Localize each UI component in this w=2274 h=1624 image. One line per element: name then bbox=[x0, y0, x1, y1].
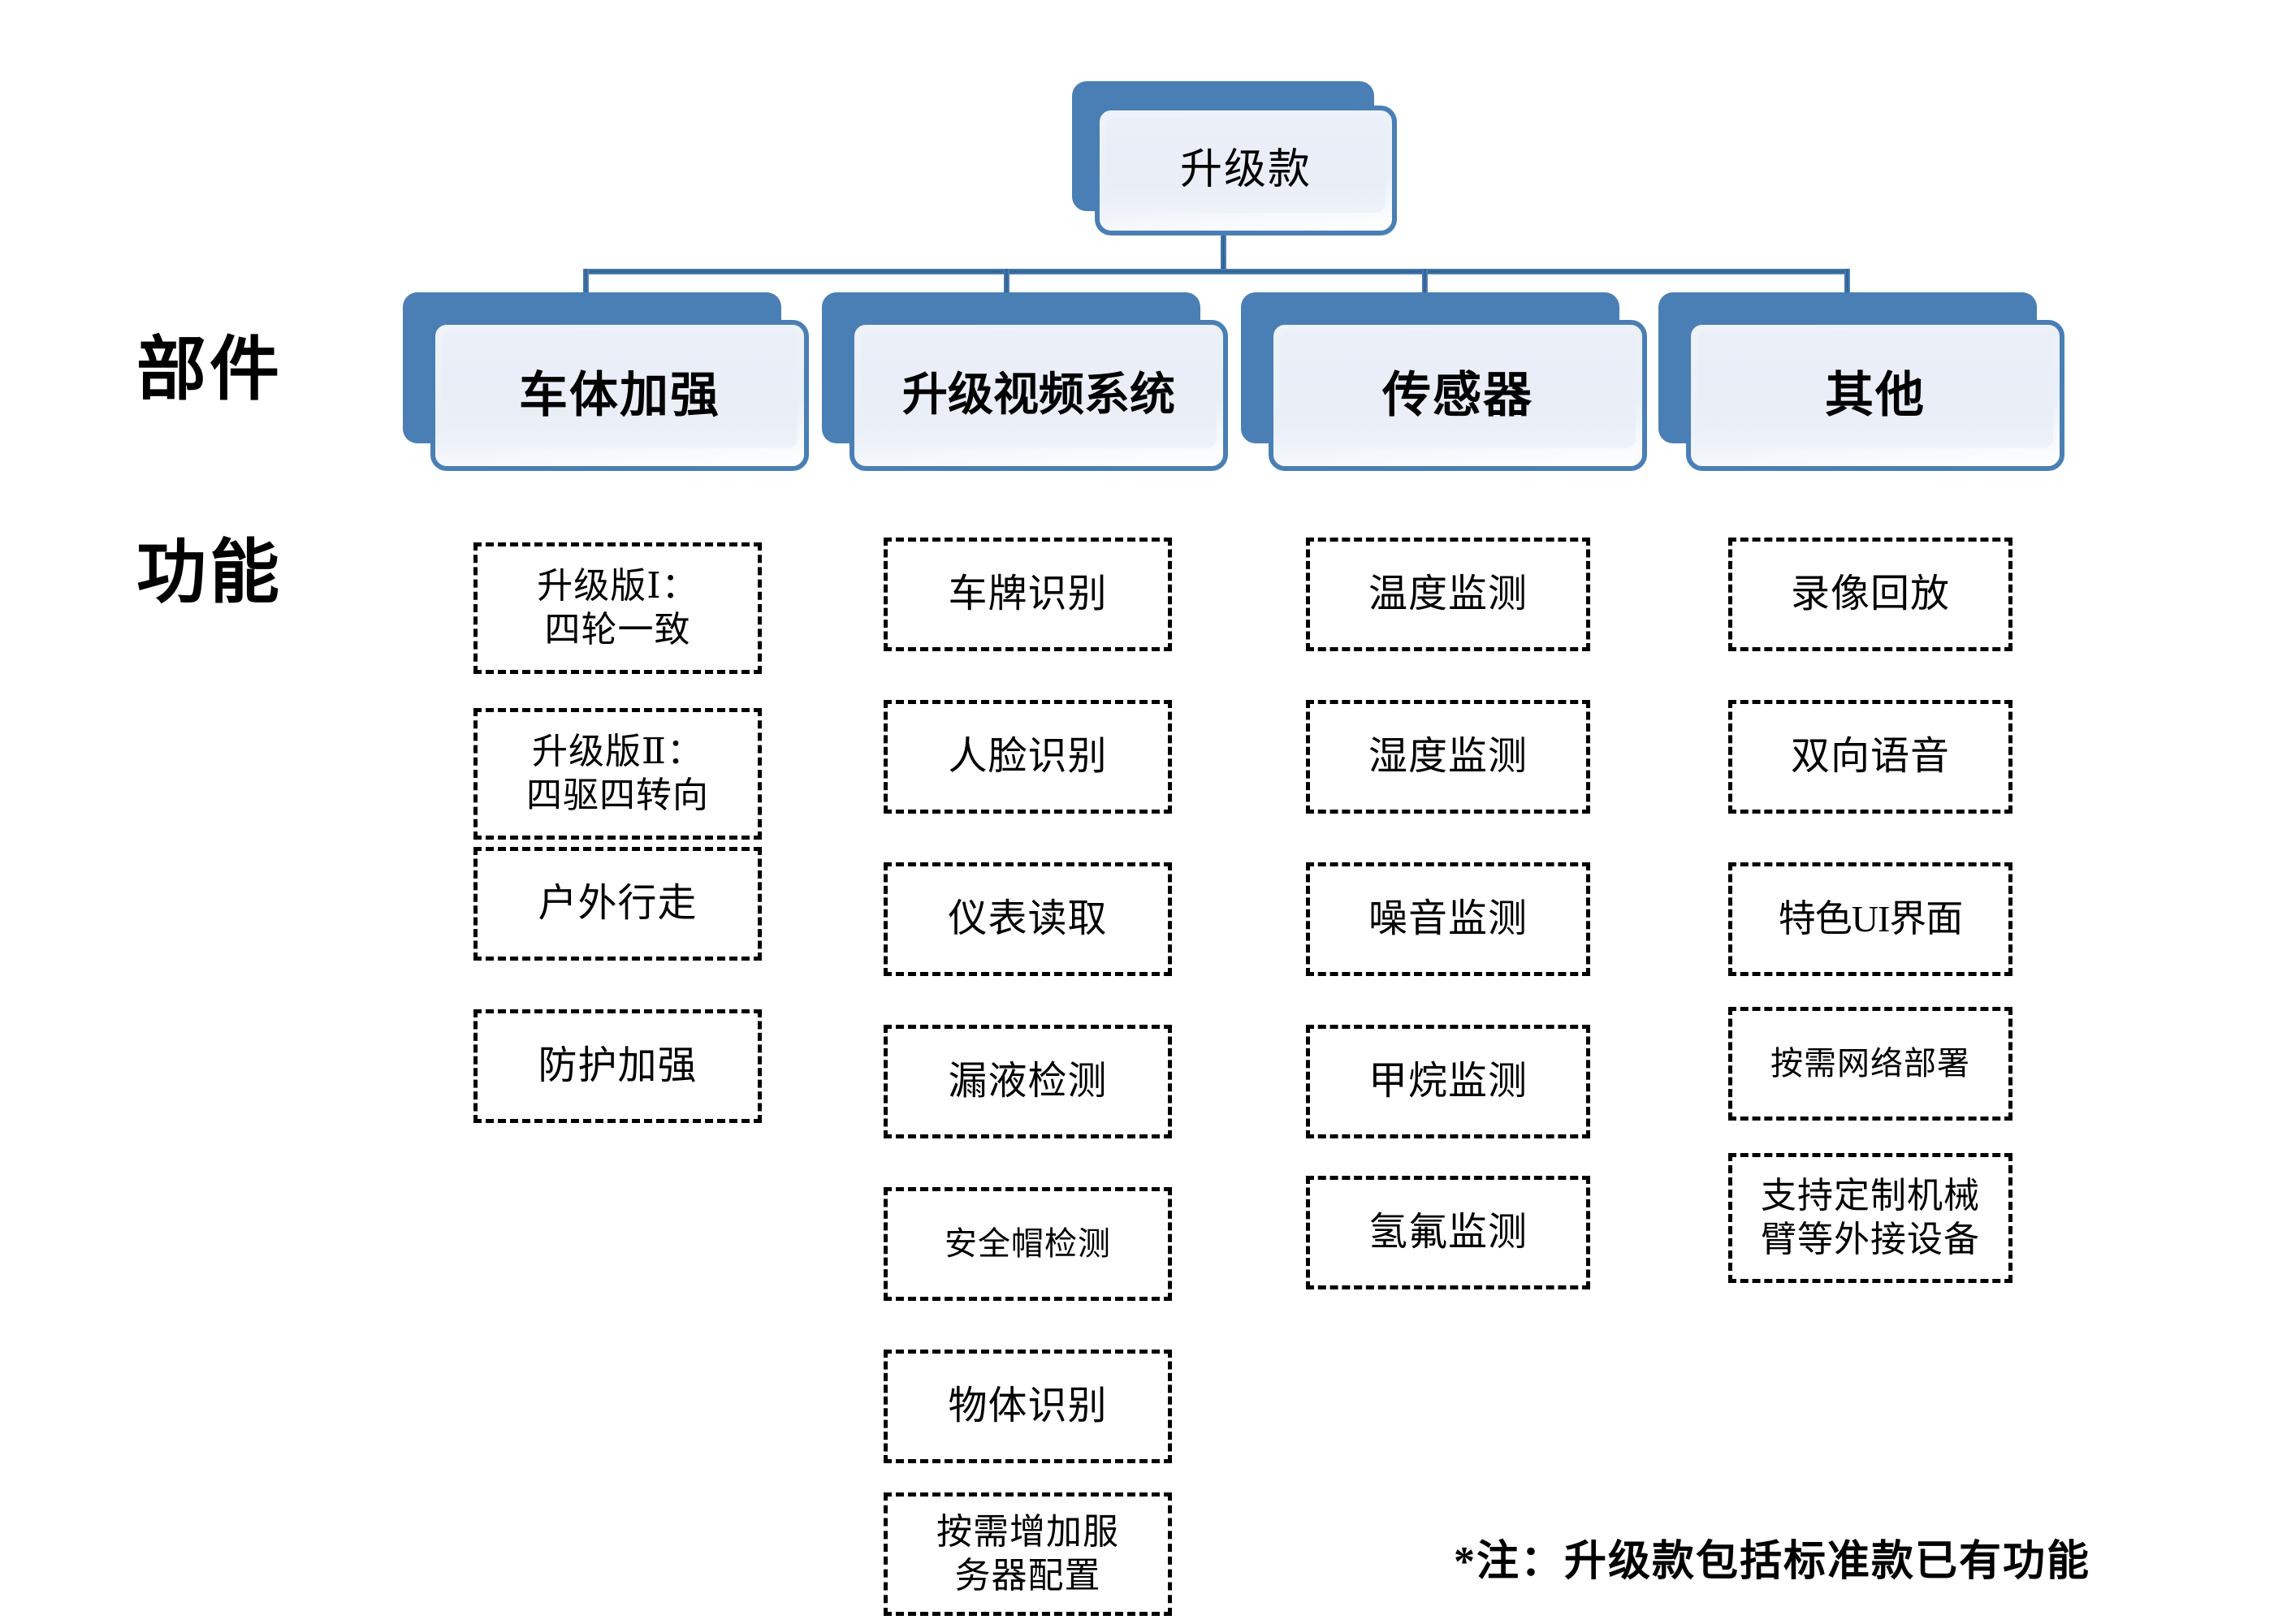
feature-label-c1-6: 按需增加服 务器配置 bbox=[936, 1512, 1119, 1596]
node-root-label: 升级款 bbox=[1179, 147, 1312, 193]
feature-label-c3-4: 支持定制机械 臂等外接设备 bbox=[1761, 1176, 1980, 1259]
feature-box-c1-4[interactable]: 安全帽检测 bbox=[884, 1187, 1172, 1301]
node-category-3-label: 其他 bbox=[1825, 369, 1926, 422]
feature-label-c0-3: 防护加强 bbox=[538, 1043, 698, 1087]
feature-box-c2-4[interactable]: 氢氟监测 bbox=[1306, 1176, 1590, 1289]
node-category-2[interactable]: 传感器 bbox=[1241, 292, 1647, 471]
feature-box-c2-3[interactable]: 甲烷监测 bbox=[1306, 1025, 1590, 1138]
feature-label-c1-5: 物体识别 bbox=[948, 1384, 1108, 1427]
feature-label-c3-2: 特色UI界面 bbox=[1778, 897, 1964, 939]
node-category-2-label: 传感器 bbox=[1382, 369, 1533, 422]
feature-label-c0-1: 升级版Ⅱ： 四驱四转向 bbox=[526, 732, 709, 815]
node-root-front: 升级款 bbox=[1095, 106, 1397, 235]
feature-label-c1-0: 车牌识别 bbox=[948, 572, 1108, 615]
feature-box-c3-2[interactable]: 特色UI界面 bbox=[1728, 862, 2012, 976]
node-category-3[interactable]: 其他 bbox=[1658, 292, 2064, 471]
connector-drop-3 bbox=[1422, 269, 1428, 308]
connector-drop-2 bbox=[1004, 269, 1009, 308]
feature-box-c3-3[interactable]: 按需网络部署 bbox=[1728, 1007, 2012, 1121]
feature-label-c0-2: 户外行走 bbox=[538, 881, 698, 925]
feature-label-c1-3: 漏液检测 bbox=[948, 1059, 1108, 1103]
row-label-components: 部件 bbox=[136, 330, 283, 408]
node-category-1-inner-fill bbox=[861, 331, 1217, 448]
node-root-inner-fill bbox=[1106, 117, 1386, 213]
feature-label-c1-1: 人脸识别 bbox=[948, 734, 1108, 778]
feature-box-c1-0[interactable]: 车牌识别 bbox=[884, 538, 1172, 651]
feature-label-c2-4: 氢氟监测 bbox=[1368, 1210, 1528, 1254]
feature-label-c1-4: 安全帽检测 bbox=[945, 1225, 1111, 1263]
feature-box-c3-1[interactable]: 双向语音 bbox=[1728, 700, 2012, 814]
feature-label-c3-3: 按需网络部署 bbox=[1770, 1045, 1970, 1082]
node-category-0[interactable]: 车体加强 bbox=[403, 292, 809, 471]
connector-drop-1 bbox=[583, 269, 589, 308]
node-category-2-inner-fill bbox=[1280, 331, 1636, 448]
footnote: *注：升级款包括标准款已有功能 bbox=[1454, 1539, 2091, 1585]
feature-box-c0-3[interactable]: 防护加强 bbox=[473, 1009, 762, 1123]
node-root[interactable]: 升级款 bbox=[1072, 81, 1397, 235]
feature-label-c1-2: 仪表读取 bbox=[948, 896, 1108, 940]
node-category-1-front: 升级视频系统 bbox=[850, 320, 1228, 471]
feature-box-c1-6[interactable]: 按需增加服 务器配置 bbox=[884, 1492, 1172, 1616]
node-category-2-front: 传感器 bbox=[1269, 320, 1647, 471]
feature-label-c2-1: 湿度监测 bbox=[1368, 734, 1528, 778]
feature-label-c2-2: 噪音监测 bbox=[1368, 896, 1528, 940]
feature-box-c1-2[interactable]: 仪表读取 bbox=[884, 862, 1172, 976]
feature-box-c0-0[interactable]: 升级版Ⅰ： 四轮一致 bbox=[473, 542, 762, 674]
node-category-3-inner-fill bbox=[1697, 331, 2053, 448]
node-category-1-label: 升级视频系统 bbox=[902, 370, 1175, 421]
feature-label-c0-0: 升级版Ⅰ： 四轮一致 bbox=[537, 566, 698, 650]
feature-label-c3-0: 录像回放 bbox=[1790, 572, 1950, 615]
feature-box-c2-2[interactable]: 噪音监测 bbox=[1306, 862, 1590, 976]
connector-drop-4 bbox=[1844, 269, 1850, 308]
feature-box-c1-1[interactable]: 人脸识别 bbox=[884, 700, 1172, 814]
feature-box-c1-5[interactable]: 物体识别 bbox=[884, 1350, 1172, 1463]
connector-horizontal-bus bbox=[583, 269, 1850, 274]
feature-box-c1-3[interactable]: 漏液检测 bbox=[884, 1025, 1172, 1138]
node-category-0-label: 车体加强 bbox=[519, 369, 720, 422]
feature-box-c0-2[interactable]: 户外行走 bbox=[473, 847, 762, 961]
feature-label-c3-1: 双向语音 bbox=[1790, 734, 1950, 778]
feature-box-c0-1[interactable]: 升级版Ⅱ： 四驱四转向 bbox=[473, 708, 762, 840]
feature-box-c2-1[interactable]: 湿度监测 bbox=[1306, 700, 1590, 814]
node-category-0-inner-fill bbox=[442, 331, 798, 448]
feature-label-c2-0: 温度监测 bbox=[1368, 572, 1528, 615]
row-label-functions: 功能 bbox=[136, 533, 283, 611]
feature-box-c3-4[interactable]: 支持定制机械 臂等外接设备 bbox=[1728, 1153, 2012, 1283]
node-category-1[interactable]: 升级视频系统 bbox=[822, 292, 1228, 471]
connector-root-stem bbox=[1221, 235, 1226, 274]
node-category-0-front: 车体加强 bbox=[430, 320, 809, 471]
feature-label-c2-3: 甲烷监测 bbox=[1368, 1059, 1528, 1103]
feature-box-c3-0[interactable]: 录像回放 bbox=[1728, 538, 2012, 651]
node-category-3-front: 其他 bbox=[1686, 320, 2064, 471]
feature-box-c2-0[interactable]: 温度监测 bbox=[1306, 538, 1590, 651]
